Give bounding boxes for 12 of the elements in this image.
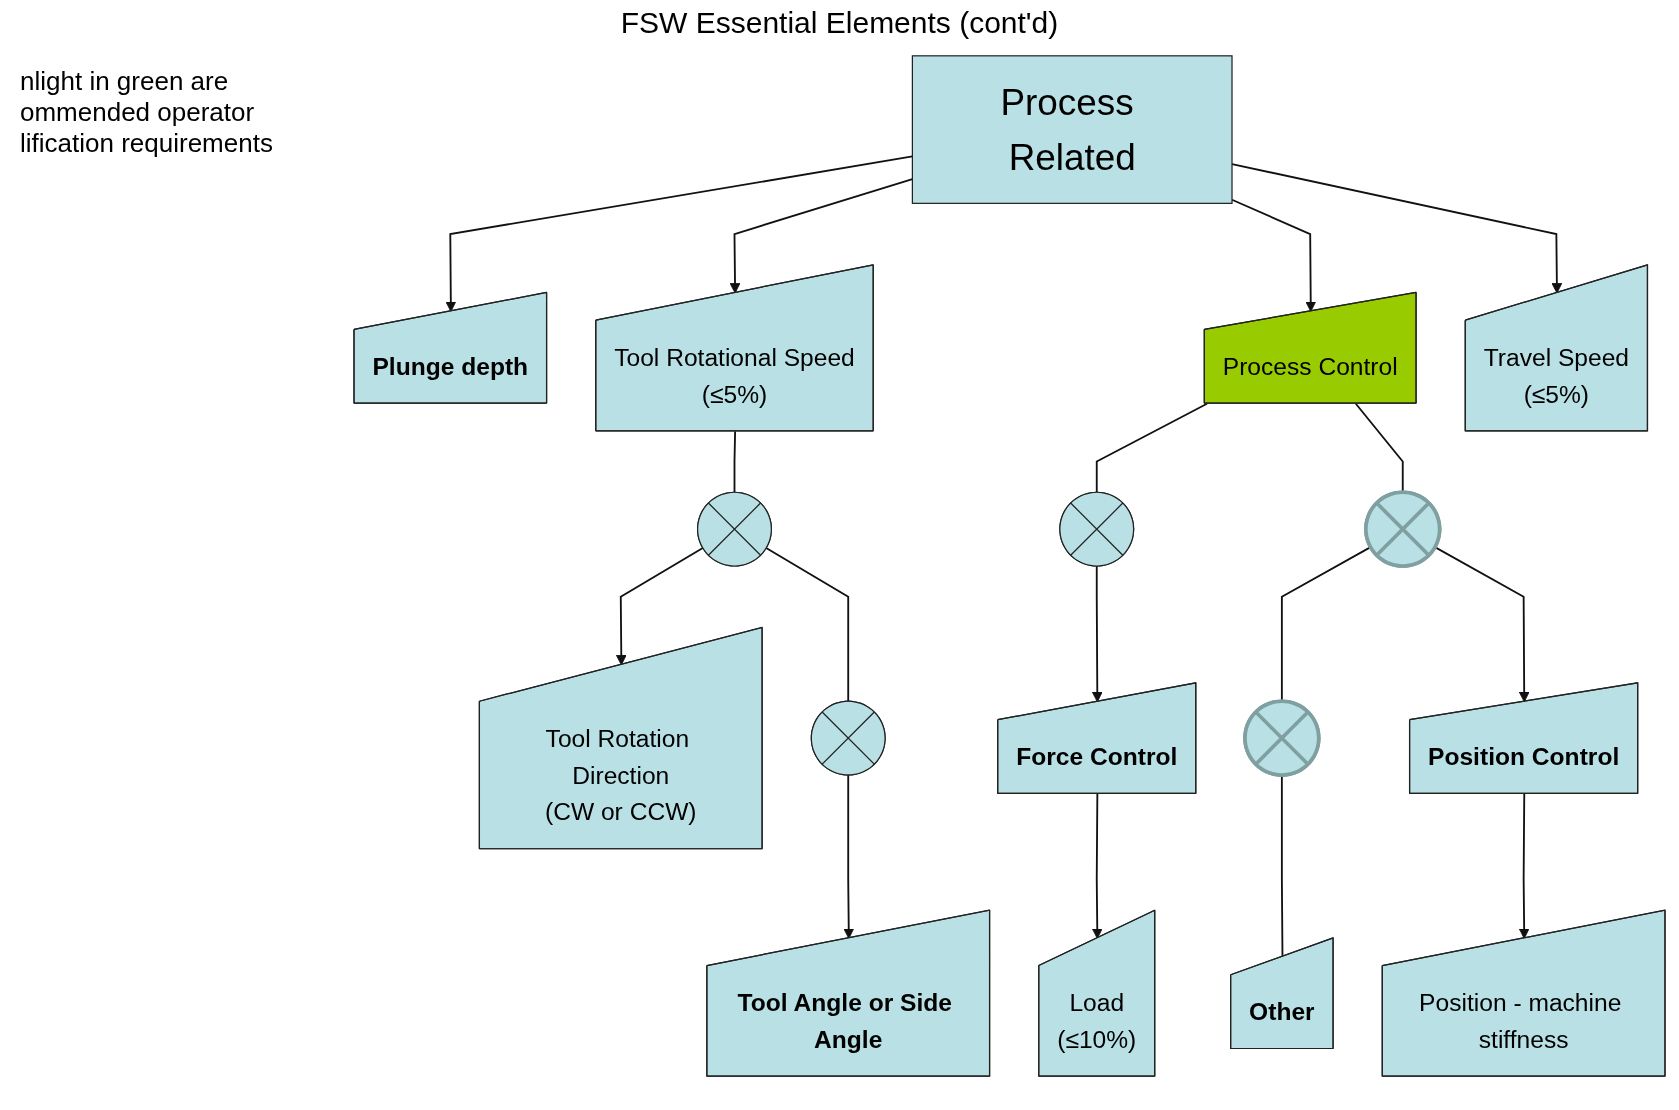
arrow [1231,198,1317,312]
connector [1095,402,1208,494]
diagram-title: FSW Essential Elements (cont'd) [619,6,1060,40]
note-text: nlight in green are ommended operator lification requirements [20,66,274,159]
arrow [1091,793,1103,939]
connector [765,547,850,703]
arrow [1518,793,1530,939]
connector [733,430,737,494]
arrow [1434,546,1530,703]
arrow [615,547,704,666]
node-box: Process Related [911,55,1233,204]
arrow [843,774,855,939]
